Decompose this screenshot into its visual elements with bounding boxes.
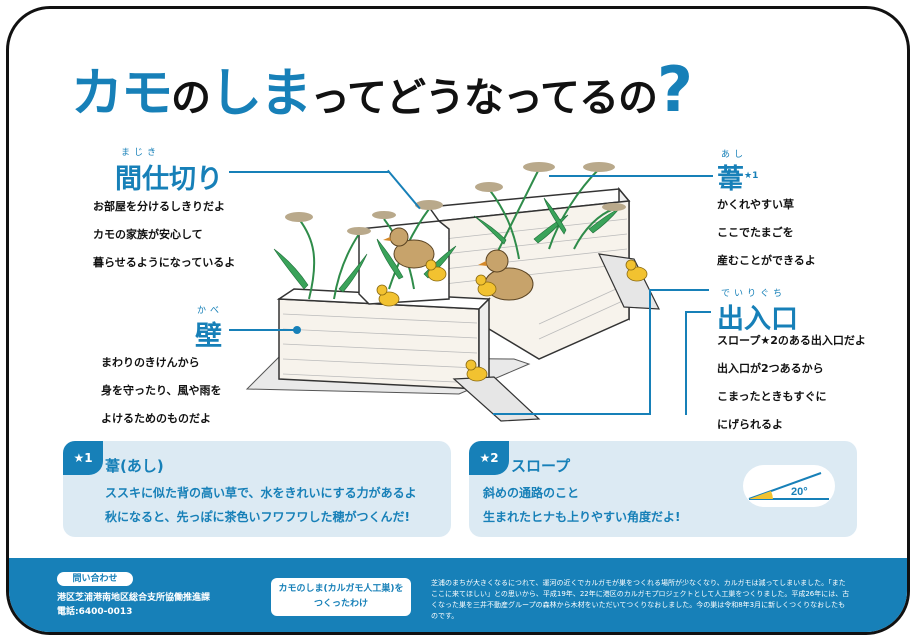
slope-right (597, 253, 660, 310)
duck-mother-1 (383, 227, 435, 269)
note-slope-text: 斜めの通路のこと 生まれたヒナも上りやすい角度だよ! (483, 481, 680, 529)
desc-kabe: まわりのきけんから 身を守ったり、風や雨を よけるためのものだよ (101, 349, 222, 433)
desc-shikiri-line: カモの家族が安心して (93, 228, 203, 241)
angle-diagram: 20° (743, 465, 835, 507)
leader-kabe (229, 329, 297, 331)
duck-island-illustration (245, 162, 660, 422)
desc-deiriguchi: スロープ★2のある出入口だよ 出入口が2つあるから こまったときもすぐに にげら… (717, 327, 866, 439)
desc-deiriguchi-line: こまったときもすぐに (717, 390, 827, 403)
label-shikiri: 間仕切り (115, 164, 223, 195)
why-note: 芝浦のまちが大きくなるにつれて、運河の近くでカルガモが巣をつくれる場所が少なくな… (431, 579, 850, 620)
desc-kabe-line: よけるためのものだよ (101, 412, 211, 425)
angle-icon: 20° (748, 472, 829, 500)
title-rest: ってどうなってるの (310, 75, 658, 121)
desc-shikiri-line: お部屋を分けるしきりだよ (93, 200, 225, 213)
star-badge-1: ★1 (63, 441, 103, 475)
leader-kabe-dot (293, 326, 301, 334)
contact-badge: 問い合わせ (57, 572, 133, 586)
note-ashi-title: 葦(あし) (105, 457, 164, 475)
desc-deiriguchi-line: スロープ★2のある出入口だよ (717, 334, 866, 347)
title-no: の (171, 75, 211, 121)
note-slope-line: 斜めの通路のこと (483, 486, 580, 500)
ashi-ruby: あし (721, 150, 748, 160)
leader-deiriguchi-h (685, 311, 711, 313)
desc-ashi-line: ここでたまごを (717, 226, 794, 239)
kabe-ruby: かべ (197, 306, 224, 316)
why-title-line: つくったわけ (313, 599, 368, 609)
desc-kabe-line: まわりのきけんから (101, 356, 200, 369)
info-card: カモのしまってどうなってるの? (6, 6, 910, 635)
leader-deiriguchi-v2 (685, 311, 687, 415)
angle-label: 20° (791, 486, 808, 498)
note-slope-line: 生まれたヒナも上りやすい角度だよ! (483, 510, 681, 524)
desc-kabe-line: 身を守ったり、風や雨を (101, 384, 222, 397)
deiriguchi-ruby: でいりぐち (721, 289, 787, 299)
label-ashi: 葦★1 (717, 157, 758, 196)
page-title: カモのしまってどうなってるの? (71, 51, 693, 126)
star-badge-2: ★2 (469, 441, 509, 475)
label-deiriguchi: 出入口 (717, 304, 798, 335)
why-title-line: カモのしま(カルガモ人工巣)を (278, 584, 404, 594)
footer: 問い合わせ 港区芝浦港南地区総合支所協働推進課 電話:6400-0013 カモの… (9, 558, 907, 632)
contact-phone: 電話:6400-0013 (57, 607, 133, 617)
why-title-box: カモのしま(カルガモ人工巣)を つくったわけ (271, 578, 411, 616)
note-ashi-line: ススキに似た背の高い草で、水をきれいにする力があるよ (105, 486, 417, 500)
note-ashi-text: ススキに似た背の高い草で、水をきれいにする力があるよ 秋になると、先っぽに茶色い… (105, 481, 417, 529)
shikiri-ruby: まじき (121, 148, 161, 158)
leader-deiriguchi-v (649, 289, 651, 413)
title-shima: しま (210, 64, 312, 124)
desc-shikiri: お部屋を分けるしきりだよ カモの家族が安心して 暮らせるようになっているよ (93, 193, 235, 277)
label-kabe: 壁 (195, 321, 222, 352)
desc-ashi-line: 産むことができるよ (717, 254, 816, 267)
title-kamo: カモ (71, 64, 173, 124)
leader-deiriguchi-top (649, 289, 709, 291)
leader-shikiri (229, 171, 389, 173)
leader-ashi (549, 175, 713, 177)
desc-ashi-line: かくれやすい草 (717, 198, 794, 211)
label-ashi-sup: ★1 (744, 171, 759, 181)
desc-deiriguchi-line: にげられるよ (717, 418, 783, 431)
desc-ashi: かくれやすい草 ここでたまごを 産むことができるよ (717, 191, 816, 275)
label-ashi-text: 葦 (717, 164, 744, 195)
duck-mother-2 (478, 249, 534, 301)
note-ashi-line: 秋になると、先っぽに茶色いフワフワした穂がつくんだ! (105, 510, 410, 524)
contact-office: 港区芝浦港南地区総合支所協働推進課 (57, 593, 211, 603)
desc-deiriguchi-line: 出入口が2つあるから (717, 362, 824, 375)
desc-shikiri-line: 暮らせるようになっているよ (93, 256, 236, 269)
note-ashi-box: ★1 葦(あし) ススキに似た背の高い草で、水をきれいにする力があるよ 秋になる… (63, 441, 451, 537)
title-question-mark: ? (657, 53, 693, 126)
note-slope-title: スロープ (511, 457, 571, 475)
leader-deiriguchi-bottom (493, 413, 651, 415)
